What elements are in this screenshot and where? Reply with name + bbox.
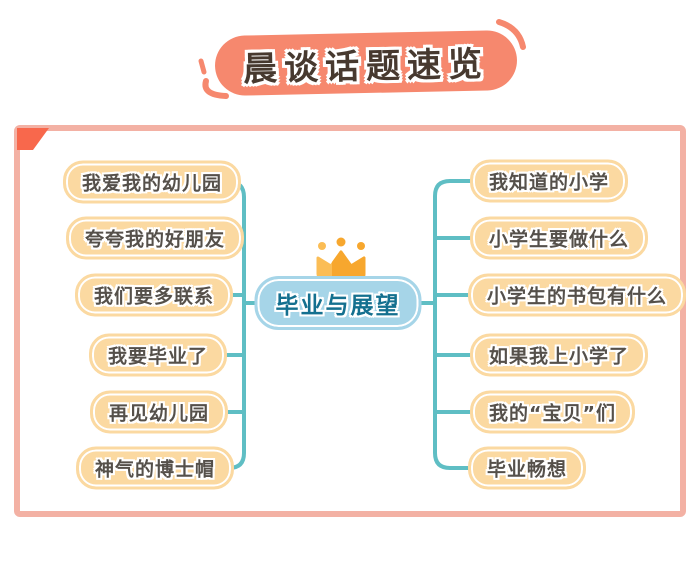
page-title-badge: 晨谈话题速览 (214, 29, 518, 97)
decorative-stroke-left-dash (198, 58, 207, 75)
branch-node-right-1: 我知道的小学 (470, 159, 629, 203)
corner-fold-triangle (17, 128, 49, 150)
branch-node-left-3: 我们要多联系 (74, 273, 234, 317)
branch-node-left-2: 夸夸我的好朋友 (65, 216, 245, 260)
page-title: 晨谈话题速览 (242, 43, 490, 90)
center-node: 毕业与展望 (254, 276, 422, 330)
branch-node-left-1: 我爱我的幼儿园 (62, 160, 242, 204)
branch-node-right-6: 毕业畅想 (468, 446, 587, 490)
branch-node-left-5: 再见幼儿园 (89, 390, 229, 434)
branch-node-right-4: 如果我上小学了 (470, 333, 649, 377)
branch-node-right-3: 小学生的书包有什么 (468, 273, 687, 317)
branch-node-right-5: 我的“宝贝”们 (470, 390, 635, 434)
branch-node-left-4: 我要毕业了 (88, 333, 228, 377)
branch-node-right-2: 小学生要做什么 (470, 216, 649, 260)
branch-node-left-6: 神气的博士帽 (75, 446, 235, 490)
